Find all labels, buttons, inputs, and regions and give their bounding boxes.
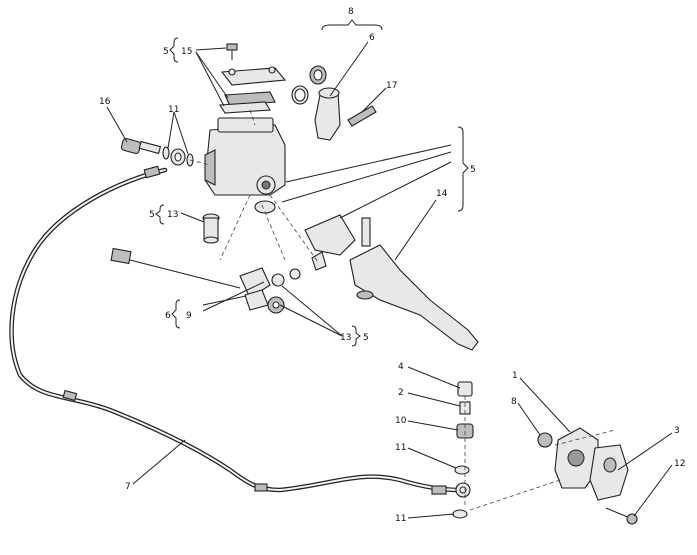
callout-11-lower-b: 11 xyxy=(395,514,406,524)
callout-16: 16 xyxy=(99,97,111,107)
callout-15: 15 xyxy=(181,47,192,57)
callout-5-bottom-right: 5 xyxy=(363,333,369,343)
callout-13-bottom: 13 xyxy=(340,333,351,343)
callout-14: 14 xyxy=(436,189,448,199)
callout-5-mid-left: 5 xyxy=(149,210,155,220)
assembly-lines xyxy=(189,109,616,511)
callout-8-top: 8 xyxy=(348,7,354,17)
callout-9: 9 xyxy=(186,311,192,321)
bleed-valve-stack xyxy=(452,381,474,519)
callout-12: 12 xyxy=(674,459,685,469)
callout-1: 1 xyxy=(512,371,518,381)
banjo-bolt-group xyxy=(120,137,194,167)
reservoir-cover-group xyxy=(219,43,287,114)
callout-6-group: 6 xyxy=(165,311,171,321)
callout-6-top: 6 xyxy=(369,33,375,43)
callout-13-mid: 13 xyxy=(167,210,178,220)
leader-lines xyxy=(106,41,673,519)
master-cylinder-body xyxy=(204,117,286,214)
callout-3: 3 xyxy=(674,426,680,436)
callout-8-right: 8 xyxy=(511,397,517,407)
callout-10: 10 xyxy=(395,416,407,426)
callout-2: 2 xyxy=(398,388,404,398)
callout-labels: 8 6 5 15 17 16 11 5 14 5 13 6 9 13 5 4 1… xyxy=(99,7,685,524)
push-rod-group xyxy=(110,247,327,314)
clutch-hose xyxy=(9,165,471,498)
callout-17: 17 xyxy=(386,81,397,91)
slave-cylinder-group xyxy=(537,427,638,525)
clutch-lever xyxy=(304,214,479,351)
pivot-parts xyxy=(291,65,377,141)
callout-5-group-left: 5 xyxy=(163,47,169,57)
callout-11-left: 11 xyxy=(168,105,179,115)
callout-5-bracket-right: 5 xyxy=(470,165,476,175)
callout-11-lower-a: 11 xyxy=(395,443,406,453)
bolt-13 xyxy=(202,213,220,244)
callout-4: 4 xyxy=(398,362,404,372)
group-brackets xyxy=(155,19,469,347)
callout-7: 7 xyxy=(125,482,131,492)
